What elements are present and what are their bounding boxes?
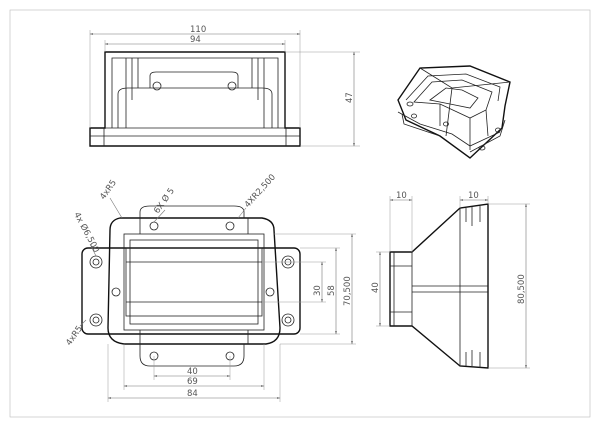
mount-hole <box>89 313 103 327</box>
dim-80-500: 80,500 <box>517 274 527 304</box>
dim-69: 69 <box>187 377 198 387</box>
iso-outline <box>397 65 511 159</box>
dim-40-side: 40 <box>371 282 381 293</box>
dim-110: 110 <box>190 25 206 35</box>
dim-30: 30 <box>313 285 323 296</box>
small-hole <box>149 221 159 231</box>
note-4xr2500: 4XR2,500 <box>243 172 278 210</box>
isometric-view <box>397 65 511 159</box>
mount-hole <box>281 313 295 327</box>
dim-84: 84 <box>187 389 198 399</box>
dim-10-left: 10 <box>396 191 407 201</box>
dim-70-500: 70,500 <box>343 276 353 306</box>
small-hole <box>225 221 235 231</box>
note-4xr5-top: 4xR5 <box>98 178 119 202</box>
sheet-border <box>9 9 591 418</box>
dim-40: 40 <box>187 367 198 377</box>
top-view-outline <box>89 51 301 147</box>
plan-body <box>107 217 281 345</box>
dim-47: 47 <box>345 92 355 103</box>
small-hole <box>111 287 121 297</box>
dim-94: 94 <box>190 35 201 45</box>
side-view: 10 10 40 80,500 <box>371 191 530 369</box>
dim-58: 58 <box>327 285 337 296</box>
plan-view: 4xR5 6X Ø 5 4XR2,500 4x Ø6,500 4xR5 40 6… <box>64 172 356 402</box>
top-view: 110 94 47 <box>89 25 360 147</box>
dim-10-right: 10 <box>468 191 479 201</box>
mount-hole <box>89 255 103 269</box>
bolt-hole <box>152 81 162 91</box>
plan-flange <box>81 247 301 335</box>
bolt-hole <box>227 81 237 91</box>
small-hole <box>265 287 275 297</box>
